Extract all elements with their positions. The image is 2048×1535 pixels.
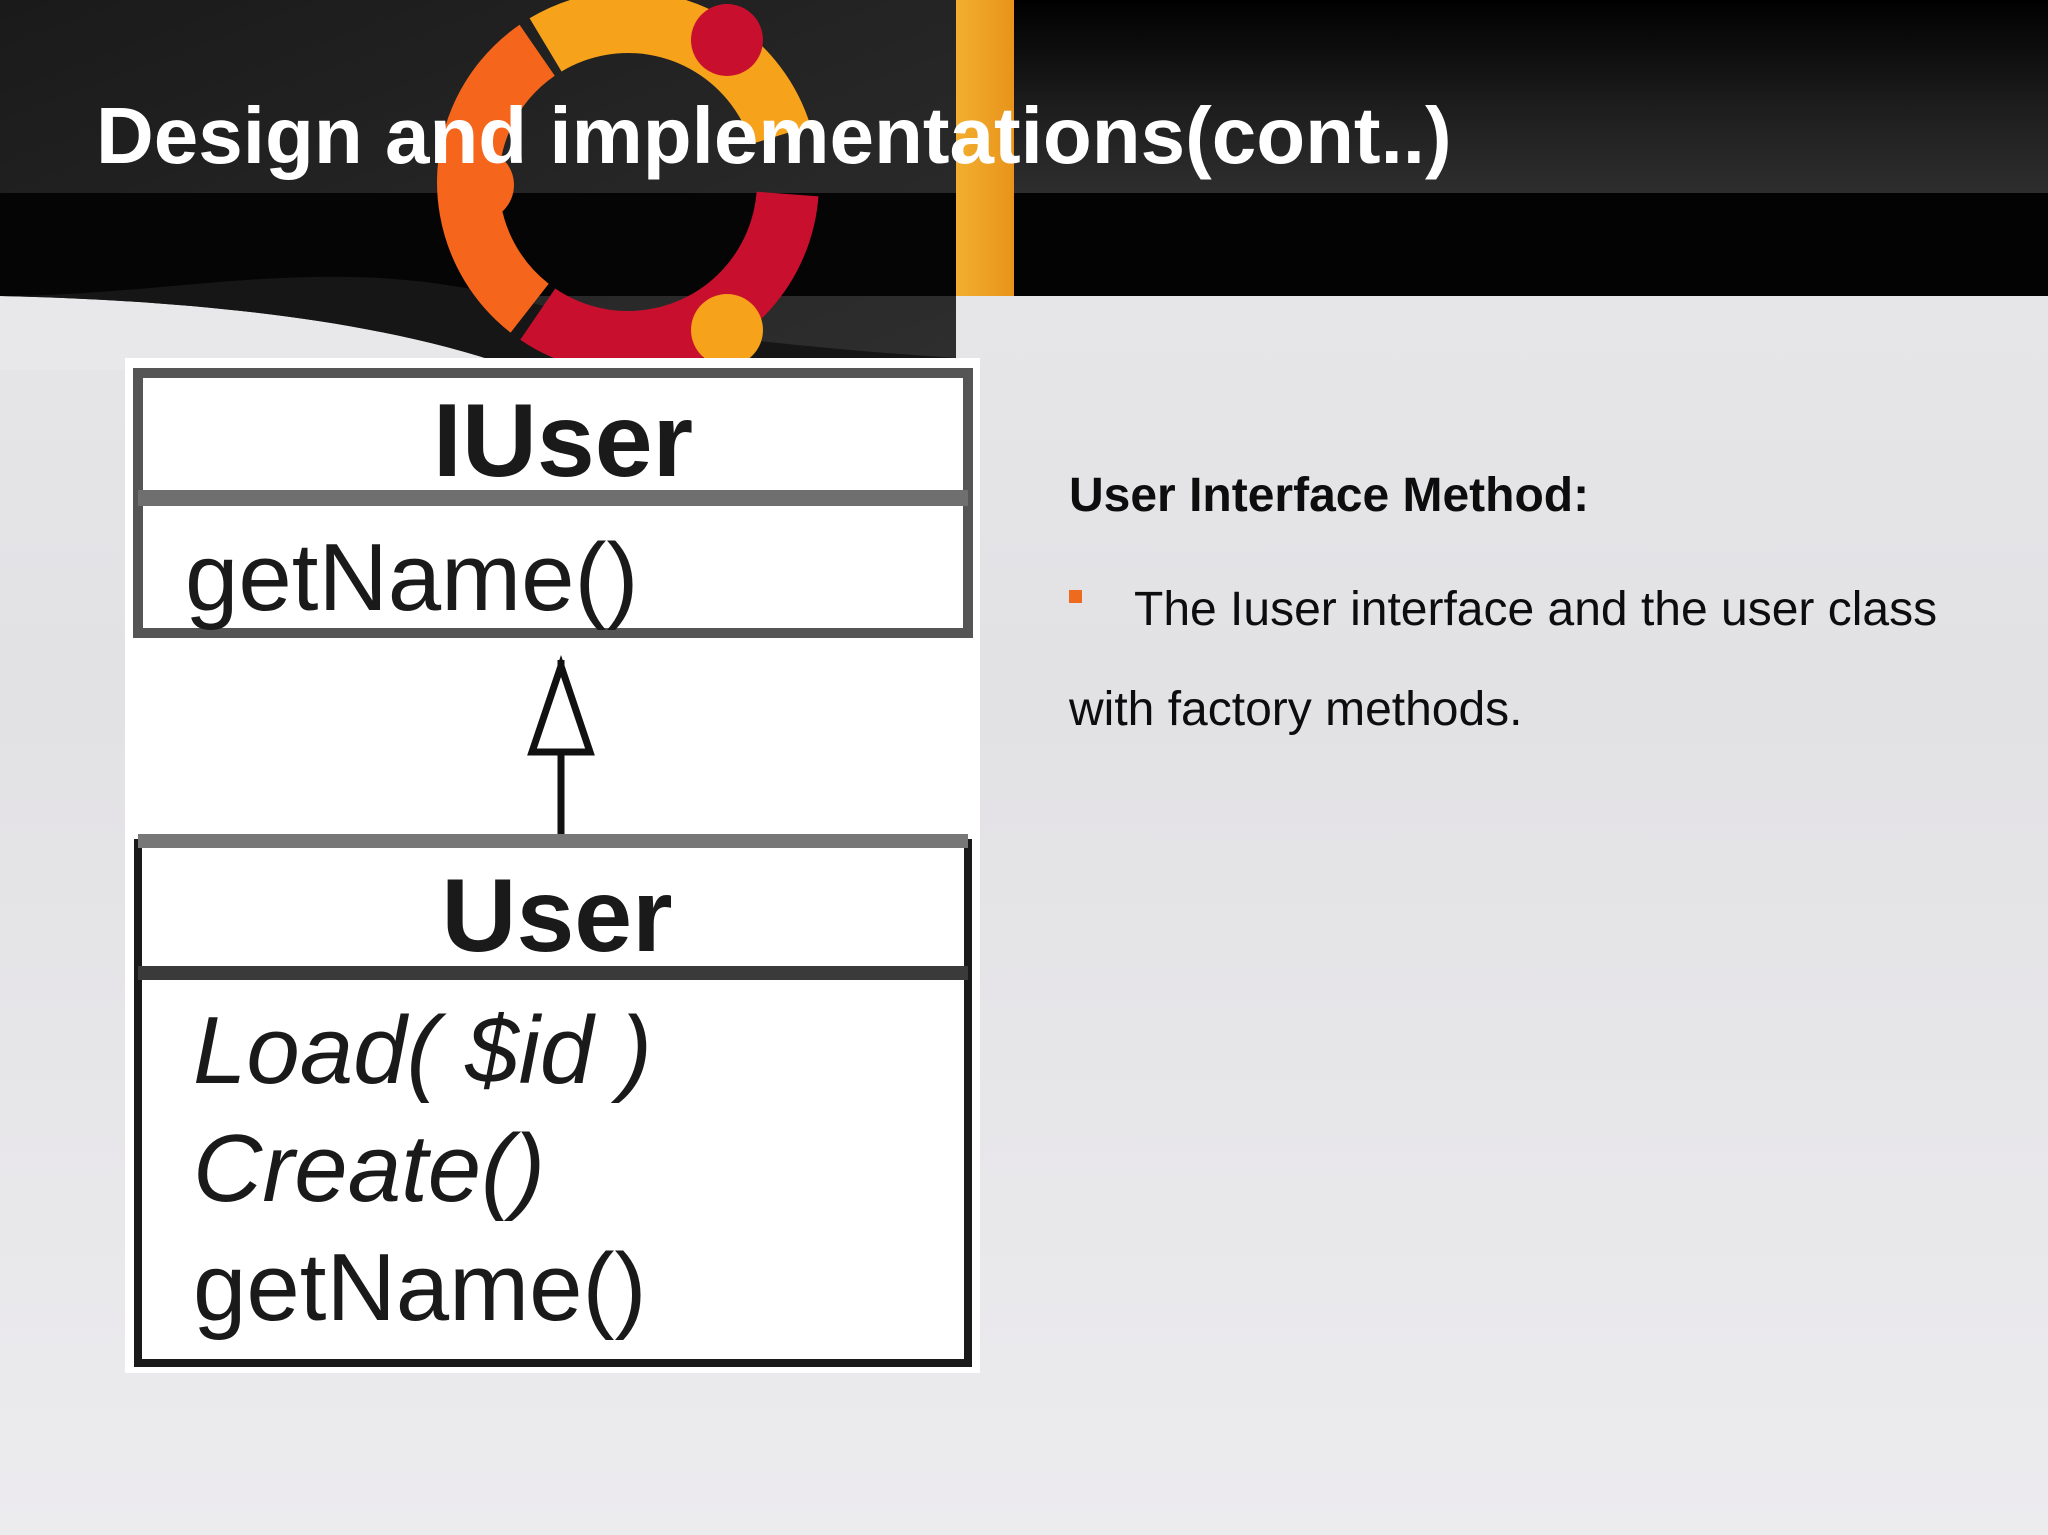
ubuntu-logo-icon bbox=[437, 0, 819, 370]
list-item: The Iuser interface and the user class w… bbox=[1069, 560, 1979, 760]
class-method-getname: getName() bbox=[193, 1234, 646, 1341]
class-box-user: User Load( $id ) Create() getName() bbox=[134, 834, 972, 1367]
slide-title: Design and implementations(cont..) bbox=[96, 91, 1452, 180]
interface-name: IUser bbox=[433, 383, 693, 499]
interface-box-iuser: IUser getName() bbox=[133, 368, 973, 638]
bullet-list: The Iuser interface and the user class w… bbox=[1069, 560, 1979, 760]
class-method-load: Load( $id ) bbox=[193, 997, 652, 1104]
class-name: User bbox=[441, 858, 672, 974]
realization-arrow bbox=[527, 655, 595, 840]
header-banner bbox=[0, 0, 2048, 370]
interface-method: getName() bbox=[185, 524, 638, 631]
uml-class-diagram: IUser getName() User Load( $id ) Create(… bbox=[125, 358, 980, 1373]
square-bullet-icon bbox=[1069, 589, 1082, 603]
section-heading: User Interface Method: bbox=[1069, 469, 1590, 522]
bullet-text: The Iuser interface and the user class w… bbox=[1069, 583, 1938, 736]
class-method-create: Create() bbox=[193, 1115, 545, 1222]
